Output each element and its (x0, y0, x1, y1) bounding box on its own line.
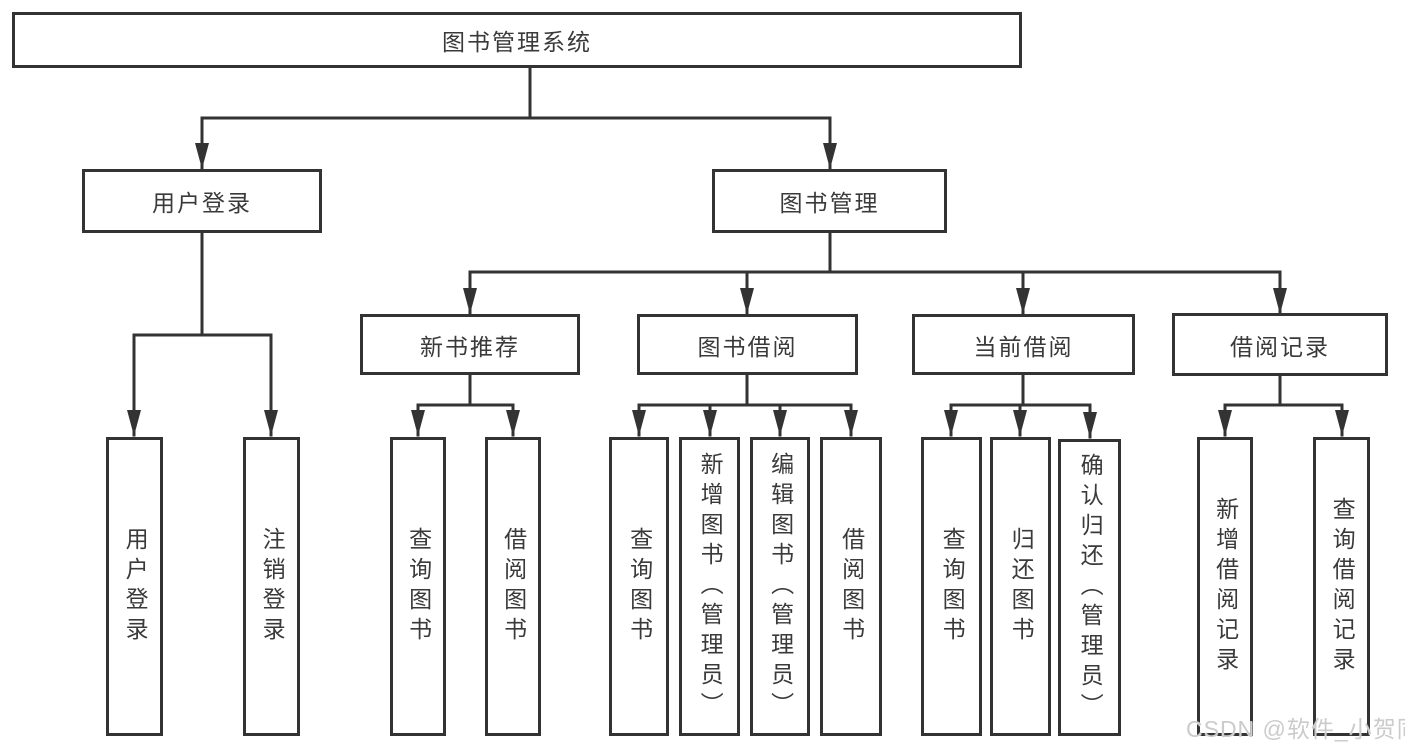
leaf-label: 编辑图书（管理员） (767, 451, 794, 722)
node-label: 当前借阅 (973, 333, 1074, 360)
node-label: 新书推荐 (420, 333, 520, 360)
node-label: 图书管理 (779, 190, 880, 216)
leaf-query-books-current: 查询图书 (921, 437, 982, 736)
node-label: 用户登录 (152, 190, 252, 216)
leaf-label: 借阅图书 (838, 526, 865, 647)
node-new-book-recommendation: 新书推荐 (360, 314, 580, 375)
leaf-user-login: 用户登录 (106, 437, 163, 736)
leaf-edit-book-admin: 编辑图书（管理员） (750, 437, 810, 736)
leaf-query-books-borrowing: 查询图书 (609, 437, 669, 736)
leaf-label: 归还图书 (1008, 526, 1035, 647)
leaf-add-book-admin: 新增图书（管理员） (679, 437, 740, 736)
leaf-label: 查询借阅记录 (1329, 496, 1356, 677)
leaf-label: 查询图书 (626, 526, 653, 647)
leaf-label: 注销登录 (259, 526, 286, 647)
node-label: 图书借阅 (697, 333, 798, 360)
watermark: CSDN @软件_小贺同学 (1186, 716, 1405, 742)
node-borrowing-records: 借阅记录 (1172, 313, 1388, 376)
leaf-borrow-books-recommend: 借阅图书 (485, 437, 541, 736)
leaf-logout-login: 注销登录 (243, 437, 300, 736)
leaf-label: 查询图书 (405, 526, 432, 647)
node-label: 图书管理系统 (442, 29, 592, 55)
leaf-confirm-return-admin: 确认归还（管理员） (1058, 439, 1121, 736)
node-book-management: 图书管理 (712, 169, 947, 233)
leaf-label: 用户登录 (122, 526, 149, 647)
leaf-borrow-books: 借阅图书 (820, 437, 882, 736)
node-label: 借阅记录 (1230, 333, 1330, 360)
leaf-label: 确认归还（管理员） (1077, 452, 1104, 723)
node-current-borrowing: 当前借阅 (912, 314, 1135, 375)
node-book-borrowing: 图书借阅 (637, 314, 858, 375)
node-user-login: 用户登录 (82, 169, 322, 233)
node-library-management-system: 图书管理系统 (12, 12, 1022, 68)
leaf-label: 新增借阅记录 (1212, 496, 1239, 677)
leaf-return-books: 归还图书 (990, 437, 1051, 736)
leaf-add-borrow-record: 新增借阅记录 (1197, 437, 1253, 736)
leaf-label: 新增图书（管理员） (697, 451, 724, 722)
leaf-query-books-recommend: 查询图书 (390, 437, 446, 736)
leaf-query-borrow-record: 查询借阅记录 (1313, 437, 1370, 736)
leaf-label: 查询图书 (939, 526, 966, 647)
leaf-label: 借阅图书 (500, 526, 527, 647)
